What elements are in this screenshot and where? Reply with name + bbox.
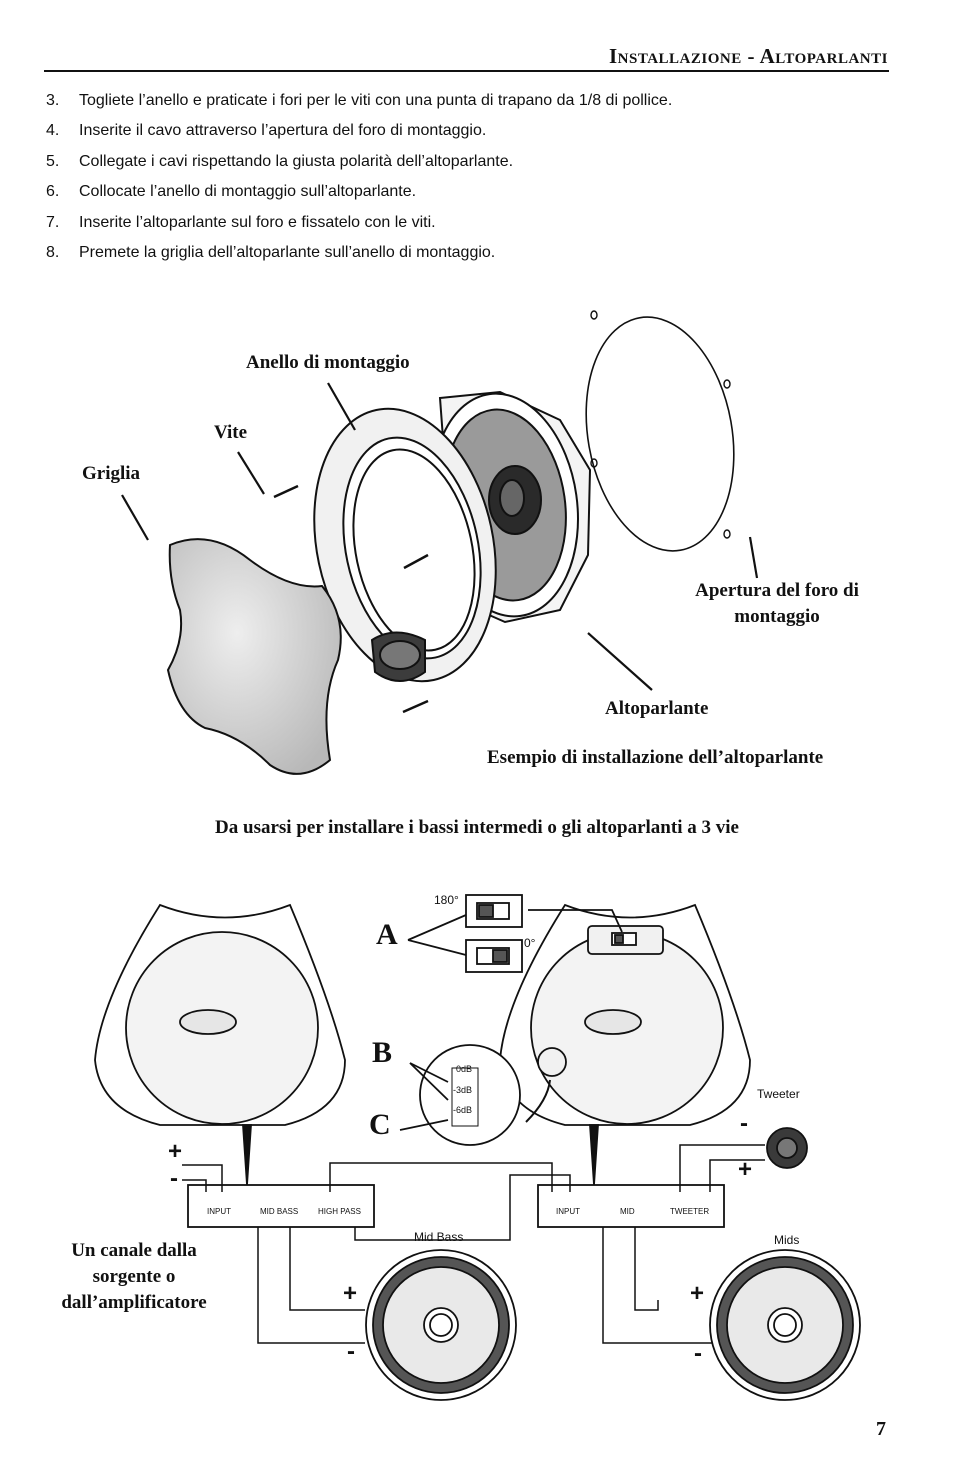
grille-drawing [166, 538, 342, 775]
section-heading: Da usarsi per installare i bassi interme… [215, 817, 739, 838]
list-item: 7.Inserite l’altoparlante sul foro e fis… [46, 213, 436, 231]
label-b: B [372, 1036, 393, 1069]
page-title: Installazione - Altoparlanti [608, 44, 888, 68]
exploded-view [121, 310, 759, 775]
plus-sign: + [690, 1280, 705, 1307]
page-number: 7 [876, 1418, 886, 1440]
mounting-ring-drawing [313, 407, 497, 683]
minus-sign: - [694, 1340, 702, 1367]
list-item: 3.Togliete l’anello e praticate i fori p… [46, 92, 673, 109]
leader-lines [121, 382, 759, 691]
terminal-input-left: INPUT [207, 1207, 231, 1216]
terminal-midbass: MID BASS [260, 1207, 299, 1216]
label-3db: -3dB [453, 1085, 473, 1095]
list-item: 6.Collocate l’anello di montaggio sull’a… [46, 183, 417, 201]
plus-sign: + [168, 1138, 183, 1165]
label-vite: Vite [214, 422, 248, 443]
label-tweeter: Tweeter [757, 1087, 800, 1101]
speaker-drawing [431, 390, 592, 624]
header-rule [44, 70, 889, 72]
wires [182, 1144, 765, 1344]
terminal-block-right [537, 1184, 725, 1228]
label-mid-bass: Mid Bass [414, 1230, 464, 1244]
terminal-block-left [187, 1184, 375, 1228]
label-griglia: Griglia [82, 463, 141, 484]
plus-sign: + [738, 1156, 753, 1183]
label-anello: Anello di montaggio [246, 352, 410, 373]
label-0: 0° [524, 936, 536, 950]
mounting-hole-outline [585, 316, 735, 552]
woofer-mids [709, 1249, 861, 1401]
list-item: 8.Premete la griglia dell’altoparlante s… [46, 244, 496, 262]
label-0db: 0dB [456, 1064, 473, 1074]
screws [273, 484, 429, 714]
steps-list: 3.Togliete l’anello e praticate i fori p… [46, 86, 672, 268]
woofer-mid-bass [365, 1249, 517, 1401]
terminal-highpass: HIGH PASS [318, 1207, 361, 1216]
list-item: 4.Inserite il cavo attraverso l’apertura… [46, 122, 487, 140]
label-mids: Mids [774, 1233, 800, 1247]
label-a: A [376, 918, 398, 951]
minus-sign: - [347, 1338, 355, 1365]
label-c: C [369, 1108, 391, 1141]
plus-sign: + [343, 1280, 358, 1307]
terminal-mid: MID [620, 1207, 635, 1216]
list-item: 5.Collegate i cavi rispettando la giusta… [46, 152, 514, 170]
label-altoparlante: Altoparlante [605, 698, 709, 719]
label-6db: -6dB [453, 1105, 473, 1115]
label-source: Un canale dalla sorgente o dall’amplific… [61, 1240, 207, 1313]
figure-caption: Esempio di installazione dell’altoparlan… [487, 747, 824, 768]
minus-sign: - [740, 1110, 748, 1137]
label-180: 180° [434, 893, 459, 907]
wiring-diagram [94, 894, 861, 1401]
terminal-tweeter: TWEETER [670, 1207, 710, 1216]
minus-sign: - [170, 1165, 178, 1192]
label-apertura: Apertura del foro di montaggio [695, 580, 859, 627]
terminal-input-right: INPUT [556, 1207, 580, 1216]
